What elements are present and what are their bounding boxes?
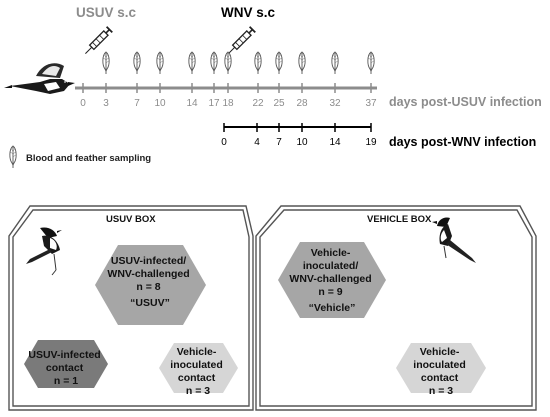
- syringe-icon: [81, 25, 114, 58]
- feather-icon: [298, 51, 306, 75]
- syringe-icon: [224, 25, 257, 58]
- usuv-day-label: 37: [365, 98, 377, 109]
- usuv-day-label: 3: [103, 98, 109, 109]
- usuv-inoculation-label: USUV s.c: [76, 5, 137, 20]
- magpie-icon: [4, 63, 75, 94]
- usuv-box-title: USUV BOX: [106, 214, 156, 225]
- feather-icon: [331, 51, 339, 75]
- feather-icon: [224, 51, 232, 75]
- feather-icon: [102, 51, 110, 75]
- feather-icon: [367, 51, 375, 75]
- feather-icon: [156, 51, 164, 75]
- usuv-axis-label: days post-USUV infection: [389, 95, 542, 109]
- feather-icon: [188, 51, 196, 75]
- feather-icon: [133, 51, 141, 75]
- usuv-infected-contact-label: USUV-infected contact n = 1: [28, 349, 103, 387]
- usuv-day-label: 17: [208, 98, 220, 109]
- usuv-day-label: 32: [329, 98, 341, 109]
- usuv-box-vehicle-contact-label: Vehicle- inoculated contact n = 3: [170, 346, 225, 397]
- usuv-day-label: 10: [154, 98, 166, 109]
- usuv-day-label: 7: [134, 98, 140, 109]
- wnv-inoculation-label: WNV s.c: [221, 5, 276, 20]
- vehicle-group-label: Vehicle- inoculated/ WNV-challenged n = …: [289, 247, 374, 314]
- usuv-group-hexagon: [95, 245, 206, 325]
- usuv-day-label: 14: [186, 98, 198, 109]
- vehicle-group-hexagon: [278, 242, 386, 318]
- wnv-tick-group: 0 4 7 10 14 19: [221, 123, 377, 148]
- usuv-day-label: 25: [273, 98, 285, 109]
- vehicle-box-vehicle-contact-hexagon: [396, 343, 486, 393]
- feather-icon: [275, 51, 283, 75]
- feather-icon: [9, 145, 17, 169]
- usuv-day-label: 22: [252, 98, 264, 109]
- wnv-day-label: 10: [296, 137, 308, 148]
- usuv-infected-contact-hexagon: [24, 340, 108, 388]
- usuv-day-label: 28: [296, 98, 308, 109]
- wnv-day-label: 7: [276, 137, 282, 148]
- usuv-day-label: 18: [222, 98, 234, 109]
- usuv-box-vehicle-contact-hexagon: [159, 343, 238, 393]
- wnv-day-label: 14: [329, 137, 341, 148]
- vehicle-box-vehicle-contact-label: Vehicle- inoculated contact n = 3: [413, 346, 468, 397]
- sampling-legend: Blood and feather sampling: [26, 153, 151, 164]
- wnv-day-label: 4: [254, 137, 260, 148]
- wnv-day-label: 0: [221, 137, 227, 148]
- vehicle-box-title: VEHICLE BOX: [367, 214, 432, 225]
- magpie-icon: [432, 217, 476, 263]
- magpie-icon: [26, 227, 62, 276]
- feather-icon: [210, 51, 218, 75]
- usuv-day-label: 0: [80, 98, 86, 109]
- usuv-group-label: USUV-infected/ WNV-challenged n = 8 “USU…: [107, 255, 192, 309]
- feather-icon: [254, 51, 262, 75]
- wnv-day-label: 19: [365, 137, 377, 148]
- wnv-axis-label: days post-WNV infection: [389, 135, 536, 149]
